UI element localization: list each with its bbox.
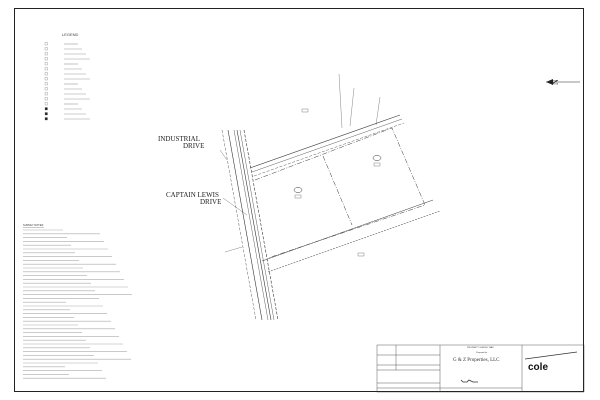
legend-symbol [44, 87, 48, 91]
firm-logo: cole [528, 362, 548, 373]
legend-symbol [44, 62, 48, 66]
prepared-for: Prepared for [476, 352, 487, 354]
notes-title: SURVEY NOTES: [23, 223, 44, 227]
parcel-boundaries [254, 127, 441, 273]
legend-symbol [44, 77, 48, 81]
survey-notes: SURVEY NOTES: [23, 223, 132, 379]
legend-symbol [44, 57, 48, 61]
client-name: G & Z Properties, LLC [453, 358, 500, 363]
north-arrow: N [546, 79, 580, 85]
road-label-captain-lewis-line1: CAPTAIN LEWIS [166, 191, 219, 199]
road-label-industrial-line2: DRIVE [183, 142, 204, 150]
road-label-captain-lewis-line2: DRIVE [200, 198, 221, 206]
survey-sheet [14, 8, 584, 392]
legend-symbol [44, 112, 48, 116]
north-label: N [551, 79, 560, 85]
parcel-marker [293, 187, 303, 193]
legend-symbol [44, 67, 48, 71]
legend-symbol [44, 117, 48, 121]
legend-symbol [44, 92, 48, 96]
legend: LEGEND [44, 32, 90, 121]
legend-symbol [44, 47, 48, 51]
parcel-marker [372, 155, 382, 161]
legend-symbol [44, 102, 48, 106]
title-block [376, 344, 585, 393]
legend-symbol [44, 42, 48, 46]
title-heading: PROPERTY SURVEY MAP [467, 346, 494, 349]
legend-title: LEGEND [62, 32, 79, 37]
road-label-industrial-line1: INDUSTRIAL [158, 135, 200, 143]
legend-symbol [44, 82, 48, 86]
legend-symbol [44, 97, 48, 101]
legend-symbol [44, 52, 48, 56]
legend-symbol [44, 107, 48, 111]
parcel-labels [293, 108, 382, 257]
captain-lewis-drive-road [221, 129, 279, 321]
legend-symbol [44, 72, 48, 76]
industrial-drive-edge [249, 114, 405, 177]
leader-lines [219, 73, 381, 253]
